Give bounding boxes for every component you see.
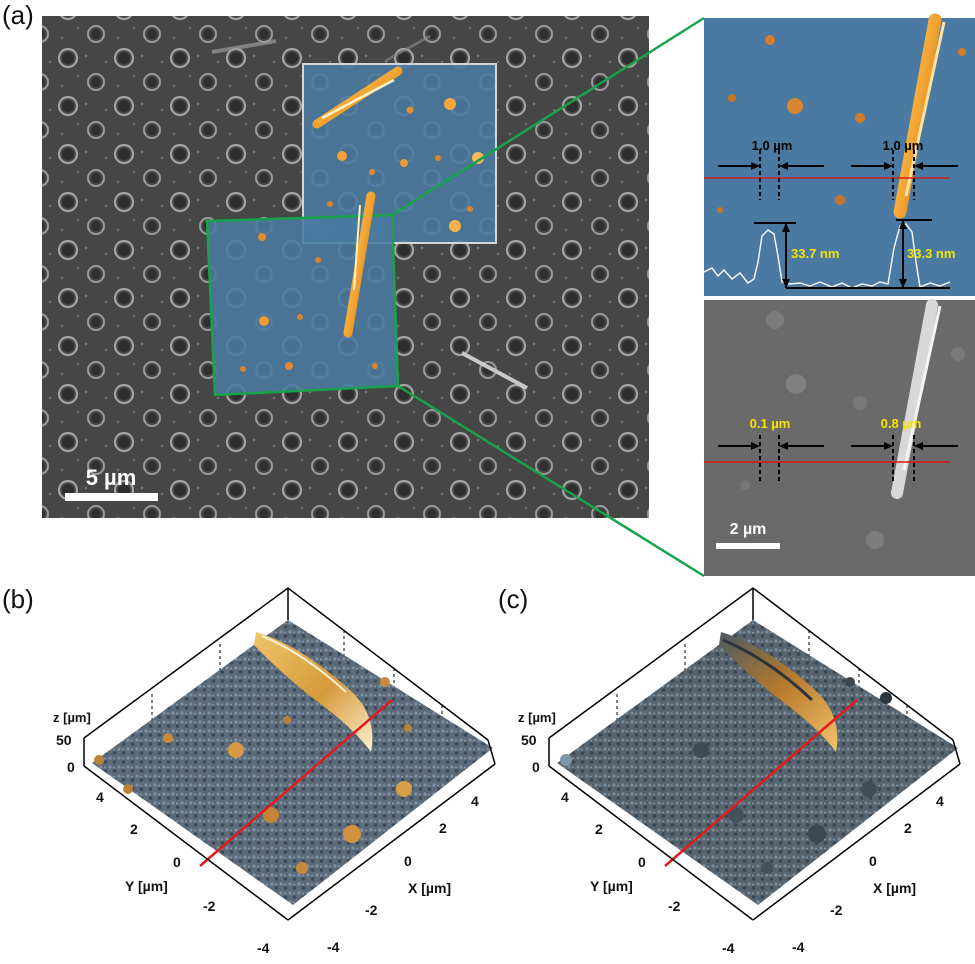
y-tick-c-0: 0 bbox=[638, 854, 646, 870]
z-tick-b-50: 50 bbox=[56, 732, 72, 748]
y-axis-label-b: Y [µm] bbox=[125, 878, 168, 894]
z-tick-c-0: 0 bbox=[532, 759, 540, 775]
x-tick-b--2: -2 bbox=[365, 902, 378, 918]
x-tick-c-0: 0 bbox=[869, 853, 877, 869]
sem-width-right-label: 0.8 µm bbox=[881, 416, 922, 431]
y-tick-c--4: -4 bbox=[722, 940, 735, 956]
y-tick-b--2: -2 bbox=[203, 898, 216, 914]
panel-label-a: (a) bbox=[2, 0, 34, 30]
afm-3d-axes-b: z [µm] 50 0 Y [µm] 4 2 0 -2 -4 X [µm] 4 … bbox=[53, 710, 479, 956]
y-axis-label-c: Y [µm] bbox=[590, 878, 633, 894]
x-axis-label-b: X [µm] bbox=[408, 880, 451, 896]
afm-width-left-label: 1.0 µm bbox=[752, 138, 793, 153]
y-tick-b-4: 4 bbox=[96, 789, 104, 805]
zoom-link-line-bottom bbox=[397, 384, 705, 578]
sem-width-left-label: 0.1 µm bbox=[750, 416, 791, 431]
scalebar-inset bbox=[716, 543, 780, 549]
afm-overlay-upper bbox=[302, 63, 497, 244]
panel-label-b: (b) bbox=[2, 584, 34, 614]
afm-3d-plot-b bbox=[83, 587, 496, 921]
zoom-link-line-top bbox=[391, 16, 705, 217]
x-tick-c-4: 4 bbox=[936, 793, 944, 809]
afm-height-right-label: 33.3 nm bbox=[907, 246, 955, 261]
x-axis-label-c: X [µm] bbox=[873, 880, 916, 896]
afm-3d-profile-line-b bbox=[199, 699, 393, 867]
z-tick-c-50: 50 bbox=[521, 732, 537, 748]
z-axis-label-b: z [µm] bbox=[53, 710, 91, 725]
inset-sem: 0.1 µm 0.8 µm 2 µm bbox=[704, 299, 975, 576]
y-tick-c-4: 4 bbox=[561, 789, 569, 805]
y-tick-b-2: 2 bbox=[130, 821, 138, 837]
x-tick-b-4: 4 bbox=[471, 793, 479, 809]
inset-afm: 1.0 µm 1.0 µm 33.7 nm 33.3 nm bbox=[703, 13, 975, 296]
x-tick-c--4: -4 bbox=[792, 939, 805, 955]
scalebar-main: 5 µm bbox=[65, 465, 158, 501]
x-tick-c-2: 2 bbox=[904, 820, 912, 836]
afm-3d-profile-line-c bbox=[664, 699, 858, 867]
afm-3d-plot-c bbox=[548, 587, 961, 921]
z-tick-b-0: 0 bbox=[67, 759, 75, 775]
x-tick-b--4: -4 bbox=[327, 939, 340, 955]
panel-label-c: (c) bbox=[498, 584, 528, 614]
y-tick-c--2: -2 bbox=[668, 898, 681, 914]
afm-height-left-label: 33.7 nm bbox=[791, 246, 839, 261]
x-tick-c--2: -2 bbox=[830, 902, 843, 918]
y-tick-b--4: -4 bbox=[257, 940, 270, 956]
x-tick-b-2: 2 bbox=[439, 820, 447, 836]
afm-3d-axes-c: z [µm] 50 0 Y [µm] 4 2 0 -2 -4 X [µm] 4 … bbox=[518, 710, 944, 956]
scalebar-inset-label: 2 µm bbox=[730, 521, 767, 538]
afm-overlay-lower bbox=[205, 191, 400, 397]
afm-width-right-label: 1.0 µm bbox=[883, 138, 924, 153]
afm-height-profile bbox=[703, 223, 951, 289]
y-tick-c-2: 2 bbox=[595, 821, 603, 837]
y-tick-b-0: 0 bbox=[173, 854, 181, 870]
x-tick-b-0: 0 bbox=[404, 853, 412, 869]
scalebar-main-label: 5 µm bbox=[86, 465, 137, 490]
z-axis-label-c: z [µm] bbox=[518, 710, 556, 725]
